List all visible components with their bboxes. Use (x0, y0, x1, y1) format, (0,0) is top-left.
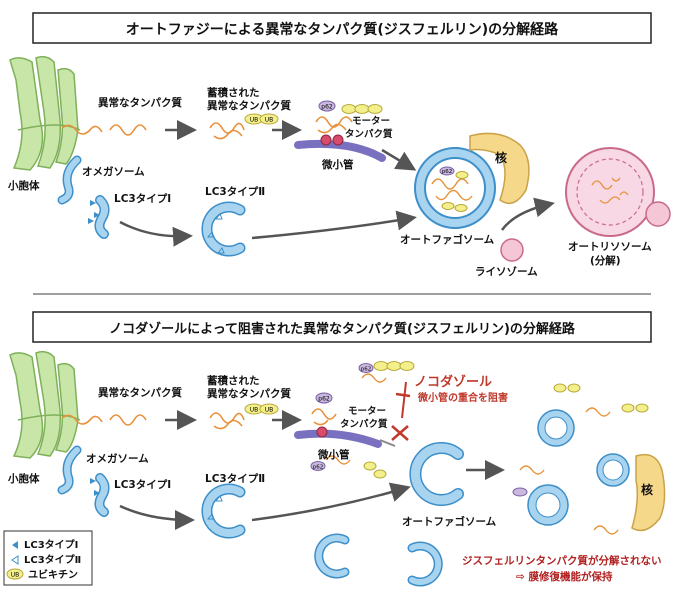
lc3-1-label-top: LC3タイプⅠ (114, 192, 171, 205)
microtubule-top (294, 139, 386, 162)
microtubule-label-top: 微小管 (321, 158, 354, 171)
autophagosome-open-bottom (409, 442, 464, 506)
arrow-3-top (381, 148, 417, 171)
svg-text:UB: UB (250, 407, 259, 414)
svg-text:p62: p62 (318, 396, 330, 403)
lc3-2-crescent-bottom (201, 483, 246, 539)
svg-text:p62: p62 (361, 367, 372, 373)
protein-strand-top (61, 124, 103, 135)
crescent-lower-1 (314, 533, 350, 579)
bottom-title-box (32, 311, 652, 343)
golgi-label-top: 小胞体 (7, 179, 40, 192)
svg-text:p62: p62 (321, 104, 333, 111)
legend-lc3-2-marker (11, 555, 19, 565)
blocked-arrow (379, 439, 396, 447)
svg-text:p62: p62 (313, 465, 324, 471)
inhibit-line (401, 381, 407, 419)
accumulated-label-2-bottom: 異常なタンパク質 (207, 387, 291, 400)
result-label-2: ⇨ 膜修復機能が保持 (516, 570, 613, 583)
lc3-1-bottom (90, 473, 110, 517)
motor-label-1-top: モーター (352, 115, 390, 127)
inhibit-label: 微小管の重合を阻害 (417, 391, 508, 404)
autolysosome-label-1-top: オートリソソーム (568, 241, 652, 253)
lysosome-label-top: ライソゾーム (475, 265, 538, 278)
svg-text:UB: UB (250, 117, 259, 124)
arrow-long-top (251, 210, 417, 240)
top-title-box (32, 12, 652, 44)
svg-text:UB: UB (265, 117, 274, 124)
omegasome-label-bottom: オメガソーム (86, 452, 149, 465)
abnormal-protein-label-bottom: 異常なタンパク質 (98, 386, 182, 399)
lc3-2-crescent-top (201, 201, 246, 257)
accumulated-label-2-top: 異常なタンパク質 (207, 99, 291, 112)
nucleus-label-bottom: 核 (641, 482, 653, 497)
protein-squiggle-top (109, 124, 147, 136)
nucleus-label-top: 核 (495, 150, 507, 165)
autolysosome-label-2-top: (分解) (590, 254, 621, 267)
autophagosome-label-top: オートファゴソーム (400, 233, 495, 246)
motor-label-2-top: タンパク質 (345, 128, 393, 140)
autophagosome-cluster (512, 383, 649, 535)
golgi-top (9, 55, 81, 171)
blocked-x (391, 425, 409, 441)
floating-cargo-bottom: p62 p62 (310, 361, 415, 479)
motor-label-1-bottom: モーター (348, 405, 386, 417)
microtubule-bottom (294, 429, 382, 448)
arrow-long-bottom (251, 482, 411, 522)
svg-text:UB: UB (265, 407, 274, 414)
arrow-lc3-top (119, 220, 193, 247)
lc3-2-label-top: LC3タイプⅡ (205, 185, 265, 198)
lysosome-top (500, 238, 524, 262)
legend-lc3-1-label: LC3タイプⅠ (24, 538, 78, 551)
golgi-bottom (9, 350, 81, 459)
motor-cargo-bottom: p62 (311, 392, 337, 438)
arrow-lyso-top (500, 197, 555, 231)
golgi-label-bottom: 小胞体 (7, 472, 40, 485)
legend: LC3タイプⅠ LC3タイプⅡ UB ユビキチン (3, 530, 93, 586)
lc3-1-top (88, 195, 110, 239)
legend-ubiquitin-label: ユビキチン (28, 568, 78, 581)
nucleus-top (469, 132, 530, 205)
omegasome-label-top: オメガソーム (82, 165, 145, 178)
nucleus-bottom (631, 453, 666, 532)
protein-strand-bottom (61, 414, 103, 425)
top-title: オートファジーによる異常なタンパク質(ジスフェルリン)の分解経路 (126, 21, 559, 38)
protein-squiggle-bottom (109, 414, 147, 426)
motor-label-2-bottom: タンパク質 (340, 418, 388, 430)
result-label-1: ジスフェルリンタンパク質が分解されない (462, 554, 662, 567)
protein-aggregate-top (209, 122, 245, 140)
legend-lc3-1-marker (12, 541, 18, 549)
autolysosome-top (565, 147, 671, 237)
motor-cargo-top: p62 (315, 100, 383, 146)
ub-tags-top: UB UB (244, 113, 279, 125)
arrow-lc3-bottom (119, 504, 195, 530)
svg-text:UB: UB (11, 572, 20, 579)
abnormal-protein-label-top: 異常なタンパク質 (98, 96, 182, 109)
crescent-lower-2 (407, 541, 443, 587)
ub-tags-bottom: UB UB (244, 403, 279, 415)
autophagosome-top: p62 (414, 147, 496, 229)
lc3-1-label-bottom: LC3タイプⅠ (114, 478, 171, 491)
autophagosome-label-bottom: オートファゴソーム (402, 515, 497, 528)
accumulated-label-1-bottom: 蓄積された (207, 374, 260, 387)
inhibit-bar (395, 392, 411, 398)
accumulated-label-1-top: 蓄積された (207, 86, 260, 99)
legend-lc3-2-label: LC3タイプⅡ (24, 553, 81, 566)
svg-text:p62: p62 (442, 169, 453, 175)
lc3-2-label-bottom: LC3タイプⅡ (205, 472, 265, 485)
microtubule-label-bottom: 微小管 (317, 448, 350, 461)
nocodazole-label: ノコダゾール (414, 374, 492, 390)
protein-aggregate-bottom (209, 412, 245, 430)
bottom-title: ノコダゾールによって阻害された異常なタンパク質(ジスフェルリン)の分解経路 (109, 321, 576, 337)
legend-ub-marker (6, 568, 24, 580)
